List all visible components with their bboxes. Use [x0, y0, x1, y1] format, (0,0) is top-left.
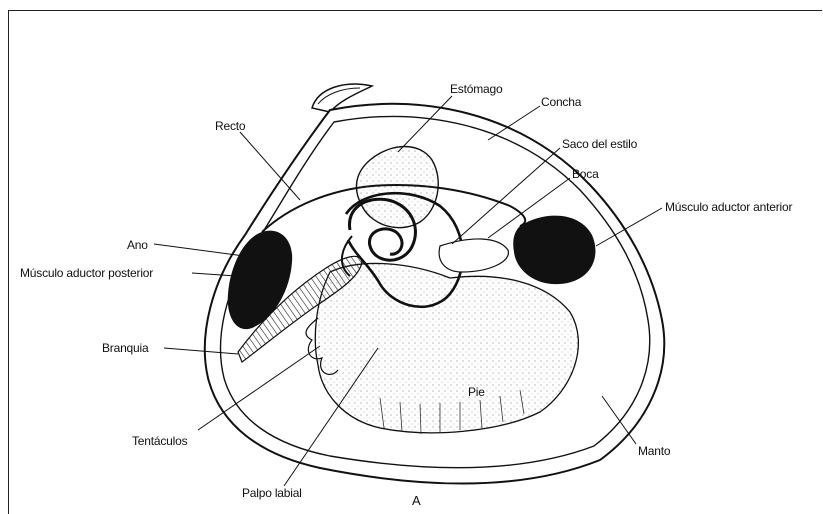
label-musculo-anterior: Músculo aductor anterior [665, 200, 792, 214]
label-saco-estilo: Saco del estilo [562, 137, 637, 151]
label-tentaculos: Tentáculos [132, 434, 187, 448]
figure-letter: A [412, 494, 420, 508]
label-boca: Boca [572, 167, 599, 181]
label-musculo-posterior: Músculo aductor posterior [20, 266, 153, 280]
label-ano: Ano [127, 238, 148, 252]
label-palpo-labial: Palpo labial [242, 486, 302, 500]
label-pie: Pie [468, 385, 485, 399]
label-recto: Recto [215, 119, 245, 133]
label-manto: Manto [638, 444, 670, 458]
label-estomago: Estómago [450, 82, 502, 96]
label-branquia: Branquia [102, 341, 148, 355]
foot [315, 263, 578, 432]
label-concha: Concha [541, 95, 581, 109]
